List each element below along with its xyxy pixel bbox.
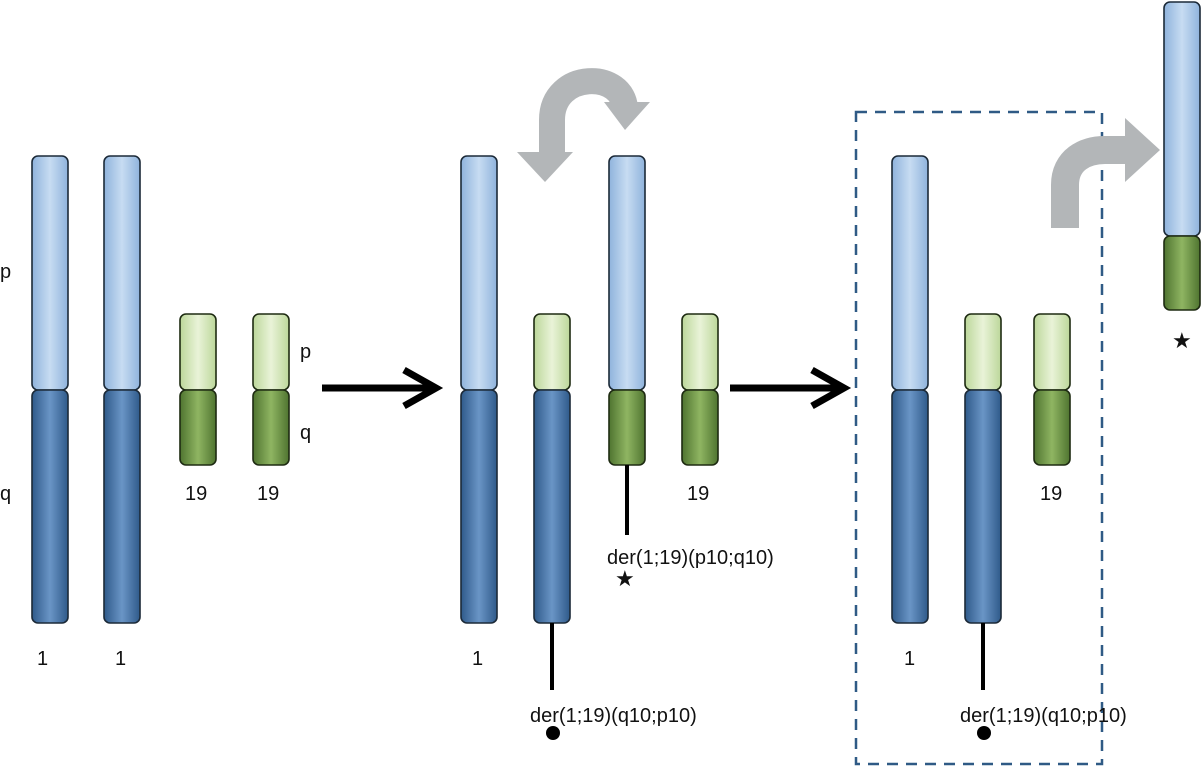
chr1-p-arm — [103, 155, 141, 391]
chr19-label: 19 — [1040, 483, 1062, 505]
chr1-p-arm — [608, 155, 646, 391]
panel-result: 1 der(1;19)(q10;p10) 19 — [854, 110, 1127, 766]
chromosome-1 — [891, 155, 929, 624]
chr19-label: 19 — [687, 483, 709, 505]
chromosome-19-b — [252, 313, 290, 466]
chr1-q-arm — [103, 389, 141, 624]
lost-der-p10-q10 — [1163, 1, 1201, 311]
arm-label-p: p — [0, 261, 11, 283]
star-marker-icon: ★ — [1172, 328, 1192, 353]
der-q10-p10-label: der(1;19)(q10;p10) — [530, 705, 697, 727]
der-p10-q10-label: der(1;19)(p10;q10) — [607, 547, 774, 569]
chr1-q-arm — [460, 389, 498, 624]
dashed-selection-box — [854, 110, 1104, 766]
chr19-p-arm — [964, 313, 1002, 391]
arm-label-q: q — [300, 422, 311, 444]
curved-up-arrow-icon — [1051, 118, 1160, 228]
chr19-p-arm — [1033, 313, 1071, 391]
chr19-q-arm — [179, 389, 217, 466]
der-p10-q10 — [608, 155, 646, 535]
chr19-p-arm — [179, 313, 217, 391]
chr1-p-arm — [460, 155, 498, 391]
chromosome-19 — [681, 313, 719, 466]
right-arrow-icon — [322, 366, 444, 410]
chr19-q-arm — [608, 389, 646, 466]
chr1-p-arm — [31, 155, 69, 391]
chr19-p-arm — [533, 313, 571, 391]
der-q10-p10 — [964, 313, 1002, 690]
dot-marker-icon — [546, 726, 560, 740]
chr1-p-arm — [1163, 1, 1201, 237]
star-marker-icon: ★ — [615, 566, 635, 591]
chr1-q-arm — [891, 389, 929, 624]
chr1-q-arm — [964, 389, 1002, 624]
chr1-q-arm — [31, 389, 69, 624]
chromosome-1-b — [103, 155, 141, 624]
chr19-q-arm — [1163, 235, 1201, 311]
panel-normal: p q 1 1 p q 19 19 — [0, 155, 311, 670]
chr1-q-arm — [533, 389, 571, 624]
arm-label-p: p — [300, 341, 311, 363]
right-arrow-icon — [730, 366, 852, 410]
dot-marker-icon — [977, 726, 991, 740]
der-q10-p10-label: der(1;19)(q10;p10) — [960, 705, 1127, 727]
chr19-p-arm — [252, 313, 290, 391]
chromosome-1-a — [31, 155, 69, 624]
chr1-p-arm — [891, 155, 929, 391]
panel-translocation: 1 der(1;19)(q10;p10) der(1;19)(p10;q10) … — [460, 68, 774, 740]
chromosome-19 — [1033, 313, 1071, 466]
chr19-q-arm — [681, 389, 719, 466]
chr19-label: 19 — [257, 483, 279, 505]
chromosome-19-a — [179, 313, 217, 466]
chr1-label: 1 — [115, 648, 126, 670]
arm-label-q: q — [0, 483, 11, 505]
chr1-label: 1 — [904, 648, 915, 670]
curved-swap-arrow-icon — [517, 68, 650, 182]
der-q10-p10 — [533, 313, 571, 690]
chr1-label: 1 — [37, 648, 48, 670]
chr1-label: 1 — [472, 648, 483, 670]
chr19-q-arm — [1033, 389, 1071, 466]
chromosome-1 — [460, 155, 498, 624]
chr19-label: 19 — [185, 483, 207, 505]
chr19-p-arm — [681, 313, 719, 391]
chr19-q-arm — [252, 389, 290, 466]
